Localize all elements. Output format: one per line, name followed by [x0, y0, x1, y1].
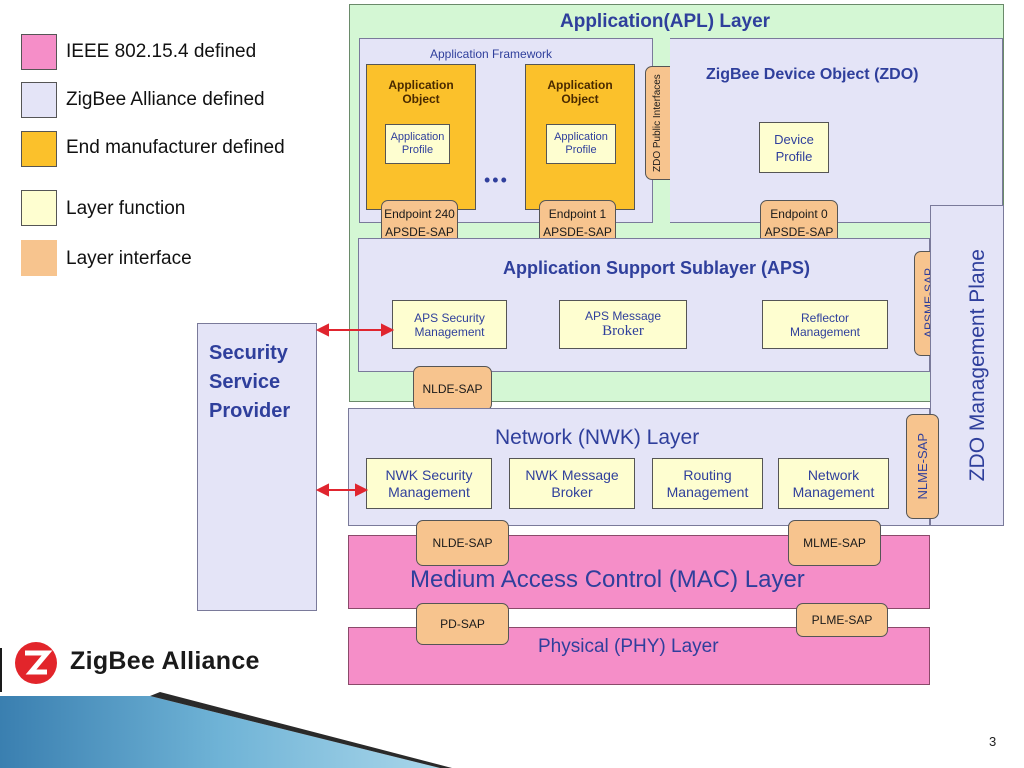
phy-title: Physical (PHY) Layer	[538, 636, 719, 657]
plme-sap: PLME-SAP	[796, 603, 888, 637]
application-framework-label: Application Framework	[430, 47, 553, 61]
security-service-provider-label: Security Service Provider	[209, 342, 291, 422]
nwk-title: Network (NWK) Layer	[495, 426, 700, 449]
application-object-1-title: Application Object	[547, 78, 613, 106]
legend-swatch-ieee	[21, 34, 57, 70]
zdo-management-plane-label: ZDO Management Plane	[966, 249, 989, 482]
reflector-management: Reflector Management	[762, 300, 888, 349]
nwk-security-management: NWK Security Management	[366, 458, 492, 509]
mac-title: Medium Access Control (MAC) Layer	[410, 566, 805, 593]
legend-swatch-zigbee	[21, 82, 57, 118]
aps-nlde-sap: NLDE-SAP	[413, 366, 492, 411]
endpoint-240-label: Endpoint 240	[384, 206, 455, 221]
mac-nlde-sap: NLDE-SAP	[416, 520, 509, 566]
zigbee-logo: ZigBee Alliance	[14, 641, 314, 685]
nwk-message-broker: NWK Message Broker	[509, 458, 635, 509]
legend-swatch-function	[21, 190, 57, 226]
routing-management: Routing Management	[652, 458, 763, 509]
device-profile: Device Profile	[759, 122, 829, 173]
legend-label-zigbee: ZigBee Alliance defined	[66, 89, 265, 110]
device-profile-label: Device Profile	[774, 131, 814, 164]
aps-security-management: APS Security Management	[392, 300, 507, 349]
zdo-title: ZigBee Device Object (ZDO)	[706, 66, 919, 83]
zigbee-logo-icon	[15, 642, 57, 684]
decorative-swoosh	[0, 692, 452, 768]
endpoint-240-sap: Endpoint 240 APSDE-SAP	[381, 200, 458, 245]
legend-label-ieee: IEEE 802.15.4 defined	[66, 41, 257, 62]
endpoint-1-label: Endpoint 1	[548, 206, 607, 221]
endpoint-1-sap: Endpoint 1 APSDE-SAP	[539, 200, 616, 245]
zigbee-logo-text: ZigBee Alliance	[70, 647, 260, 675]
endpoint-0-label: Endpoint 0	[770, 206, 828, 221]
zigbee-device-object	[670, 38, 1003, 223]
endpoint-0-sap: Endpoint 0 APSDE-SAP	[760, 200, 838, 245]
endpoint-1-apsde-sap: APSDE-SAP	[543, 224, 612, 239]
network-management: Network Management	[778, 458, 889, 509]
security-service-provider	[197, 323, 317, 611]
pd-sap: PD-SAP	[416, 603, 509, 645]
endpoint-0-apsde-sap: APSDE-SAP	[764, 224, 834, 239]
left-edge-line	[0, 648, 2, 692]
ellipsis: •••	[484, 170, 509, 190]
aps-title: Application Support Sublayer (APS)	[503, 258, 811, 278]
aps-message-broker: APS Message Broker	[559, 300, 687, 349]
zdo-management-plane: ZDO Management Plane	[930, 205, 1004, 526]
legend-label-manufacturer: End manufacturer defined	[66, 137, 285, 158]
legend-label-function: Layer function	[66, 198, 186, 219]
page-number: 3	[989, 734, 997, 749]
nlme-sap-label: NLME-SAP	[915, 433, 930, 500]
application-object-240-title: Application Object	[388, 78, 454, 106]
application-profile-1: Application Profile	[546, 124, 616, 164]
mlme-sap: MLME-SAP	[788, 520, 881, 566]
legend-swatch-interface	[21, 240, 57, 276]
legend-swatch-manufacturer	[21, 131, 57, 167]
endpoint-240-apsde-sap: APSDE-SAP	[385, 224, 454, 239]
apl-layer-title: Application(APL) Layer	[560, 11, 771, 32]
application-profile-240: Application Profile	[385, 124, 450, 164]
aps-message-broker-line2: Broker	[602, 323, 644, 339]
aps-message-broker-line1: APS Message	[584, 309, 662, 323]
legend-label-interface: Layer interface	[66, 248, 192, 269]
nlme-sap: NLME-SAP	[906, 414, 939, 519]
